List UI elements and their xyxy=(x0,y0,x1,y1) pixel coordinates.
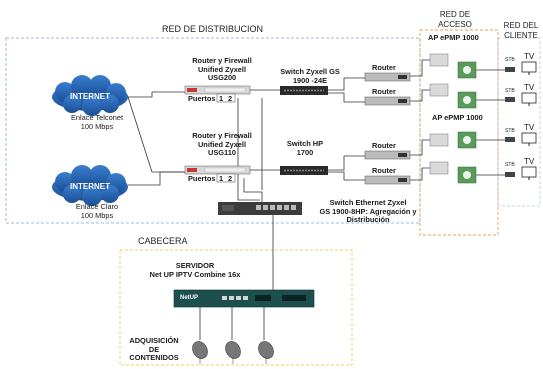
tv-icon-3 xyxy=(521,132,537,146)
client-title-line2: CLIENTE xyxy=(504,30,538,40)
ports-label-bottom: Puertos xyxy=(188,174,216,183)
stb-device-4 xyxy=(505,172,515,177)
switch-eth-line2: GS 1900-8HP: Agregación y xyxy=(319,206,417,216)
switch-gs-label: Switch Zyxell GS 1900 -24E xyxy=(270,67,350,85)
switch-hp-line2: 1700 xyxy=(296,147,314,157)
headend-region-title: CABECERA xyxy=(138,236,188,246)
server-label-line1: SERVIDOR xyxy=(175,261,215,270)
port-1-bottom: 1 xyxy=(219,174,224,183)
port-2-bottom: 2 xyxy=(228,174,233,183)
switch-zyxel-gs1900 xyxy=(280,86,328,95)
cpe-radio-4 xyxy=(457,166,477,184)
access-point-4 xyxy=(429,161,449,175)
port-2-top: 2 xyxy=(228,94,233,103)
router-label-1: Router xyxy=(372,63,396,72)
switch-ethernet-gs1900-8hp xyxy=(218,202,302,215)
firewall-usg110-label: Router y Firewall Unified Zyxell USG110 xyxy=(182,131,262,158)
client-title-line1: RED DEL xyxy=(503,21,539,30)
firewall-usg110 xyxy=(184,165,251,175)
distribution-region-title: RED DE DISTRIBUCION xyxy=(162,24,264,34)
switch-hp-1700 xyxy=(280,166,328,175)
stb-label-3: STB xyxy=(505,128,515,134)
cpe-radio-2 xyxy=(457,91,477,109)
tv-icon-4 xyxy=(521,166,537,180)
cpe-radio-3 xyxy=(457,131,477,149)
ap-label-2: AP ePMP 1000 xyxy=(432,113,483,122)
firewall-usg200 xyxy=(184,85,251,95)
port-box-bottom xyxy=(216,173,236,183)
server-label-line2: Net UP IPTV Combine 16x xyxy=(149,269,241,279)
acquisition-line3: CONTENIDOS xyxy=(129,353,179,363)
firewall-usg110-line3: USG110 xyxy=(208,148,236,158)
firewall-usg110-line1: Router y Firewall xyxy=(192,131,252,140)
satellite-dish-1 xyxy=(192,341,208,364)
stb-device-3 xyxy=(505,137,515,142)
access-point-1 xyxy=(429,53,449,67)
server-label: SERVIDOR Net UP IPTV Combine 16x xyxy=(125,261,265,279)
router-label-4: Router xyxy=(372,166,396,175)
link-telconet-speed: 100 Mbps xyxy=(80,121,114,131)
satellite-dish-2 xyxy=(225,341,241,364)
access-title-line2: ACCESO xyxy=(438,19,472,29)
switch-eth-label: Switch Ethernet Zyxel GS 1900-8HP: Agreg… xyxy=(316,198,420,225)
tv-icon-2 xyxy=(521,92,537,106)
cpe-radio-1 xyxy=(457,61,477,79)
access-point-2 xyxy=(429,83,449,97)
stb-label-4: STB xyxy=(505,162,515,168)
router-4 xyxy=(364,175,411,185)
stb-label-1: STB xyxy=(505,57,515,63)
acquisition-line2: DE xyxy=(148,344,160,354)
link-telconet: Enlace Telconet 100 Mbps xyxy=(62,113,132,131)
tv-label-1: TV xyxy=(524,52,535,61)
firewall-usg200-line1: Router y Firewall xyxy=(192,56,252,65)
connection-lines xyxy=(127,59,506,340)
internet-label-top: INTERNET xyxy=(70,92,110,101)
headend-region-box xyxy=(119,249,353,366)
switch-gs-line2: 1900 -24E xyxy=(292,75,328,85)
link-claro: Enlace Claro 100 Mbps xyxy=(62,202,132,220)
tv-label-4: TV xyxy=(524,157,535,166)
internet-label-bottom: INTERNET xyxy=(70,182,110,191)
router-3 xyxy=(364,150,411,160)
switch-hp-line1: Switch HP xyxy=(286,139,324,148)
switch-gs-line1: Switch Zyxell GS xyxy=(280,67,340,76)
acquisition-line1: ADQUISICIÓN xyxy=(129,336,179,345)
stb-device-2 xyxy=(505,97,515,102)
router-label-3: Router xyxy=(372,141,396,150)
link-claro-speed: 100 Mbps xyxy=(80,210,114,220)
router-2 xyxy=(364,96,411,106)
link-telconet-name: Enlace Telconet xyxy=(70,113,124,122)
server-brand-logo: NetUP xyxy=(180,295,199,301)
client-region-box xyxy=(497,37,541,207)
access-region-title: RED DE ACCESO xyxy=(430,10,480,29)
firewall-usg110-line2: Unified Zyxell xyxy=(197,139,247,149)
access-title-line1: RED DE xyxy=(439,10,471,19)
link-claro-name: Enlace Claro xyxy=(75,202,119,211)
port-box-top xyxy=(216,93,236,103)
ap-label-1: AP ePMP 1000 xyxy=(428,33,479,42)
switch-eth-line3: Distribución xyxy=(346,215,390,225)
tv-label-2: TV xyxy=(524,83,535,92)
acquisition-label: ADQUISICIÓN DE CONTENIDOS xyxy=(124,336,184,363)
switch-eth-line1: Switch Ethernet Zyxel xyxy=(329,198,407,207)
stb-label-2: STB xyxy=(505,88,515,94)
tv-label-3: TV xyxy=(524,123,535,132)
stb-device-1 xyxy=(505,67,515,72)
tv-icon-1 xyxy=(521,61,537,75)
internet-cloud-top xyxy=(52,75,128,116)
router-label-2: Router xyxy=(372,87,396,96)
port-1-top: 1 xyxy=(219,94,224,103)
switch-hp-label: Switch HP 1700 xyxy=(280,139,330,157)
ports-label-top: Puertos xyxy=(188,94,216,103)
router-1 xyxy=(364,72,411,82)
firewall-usg200-label: Router y Firewall Unified Zyxell USG200 xyxy=(182,56,262,83)
satellite-dish-3 xyxy=(258,341,274,364)
firewall-usg200-line2: Unified Zyxell xyxy=(197,64,247,74)
iptv-server xyxy=(173,289,315,308)
access-point-3 xyxy=(429,133,449,147)
internet-cloud-bottom xyxy=(52,165,128,206)
firewall-usg200-line3: USG200 xyxy=(207,73,237,83)
client-region-title: RED DEL CLIENTE xyxy=(500,21,542,40)
